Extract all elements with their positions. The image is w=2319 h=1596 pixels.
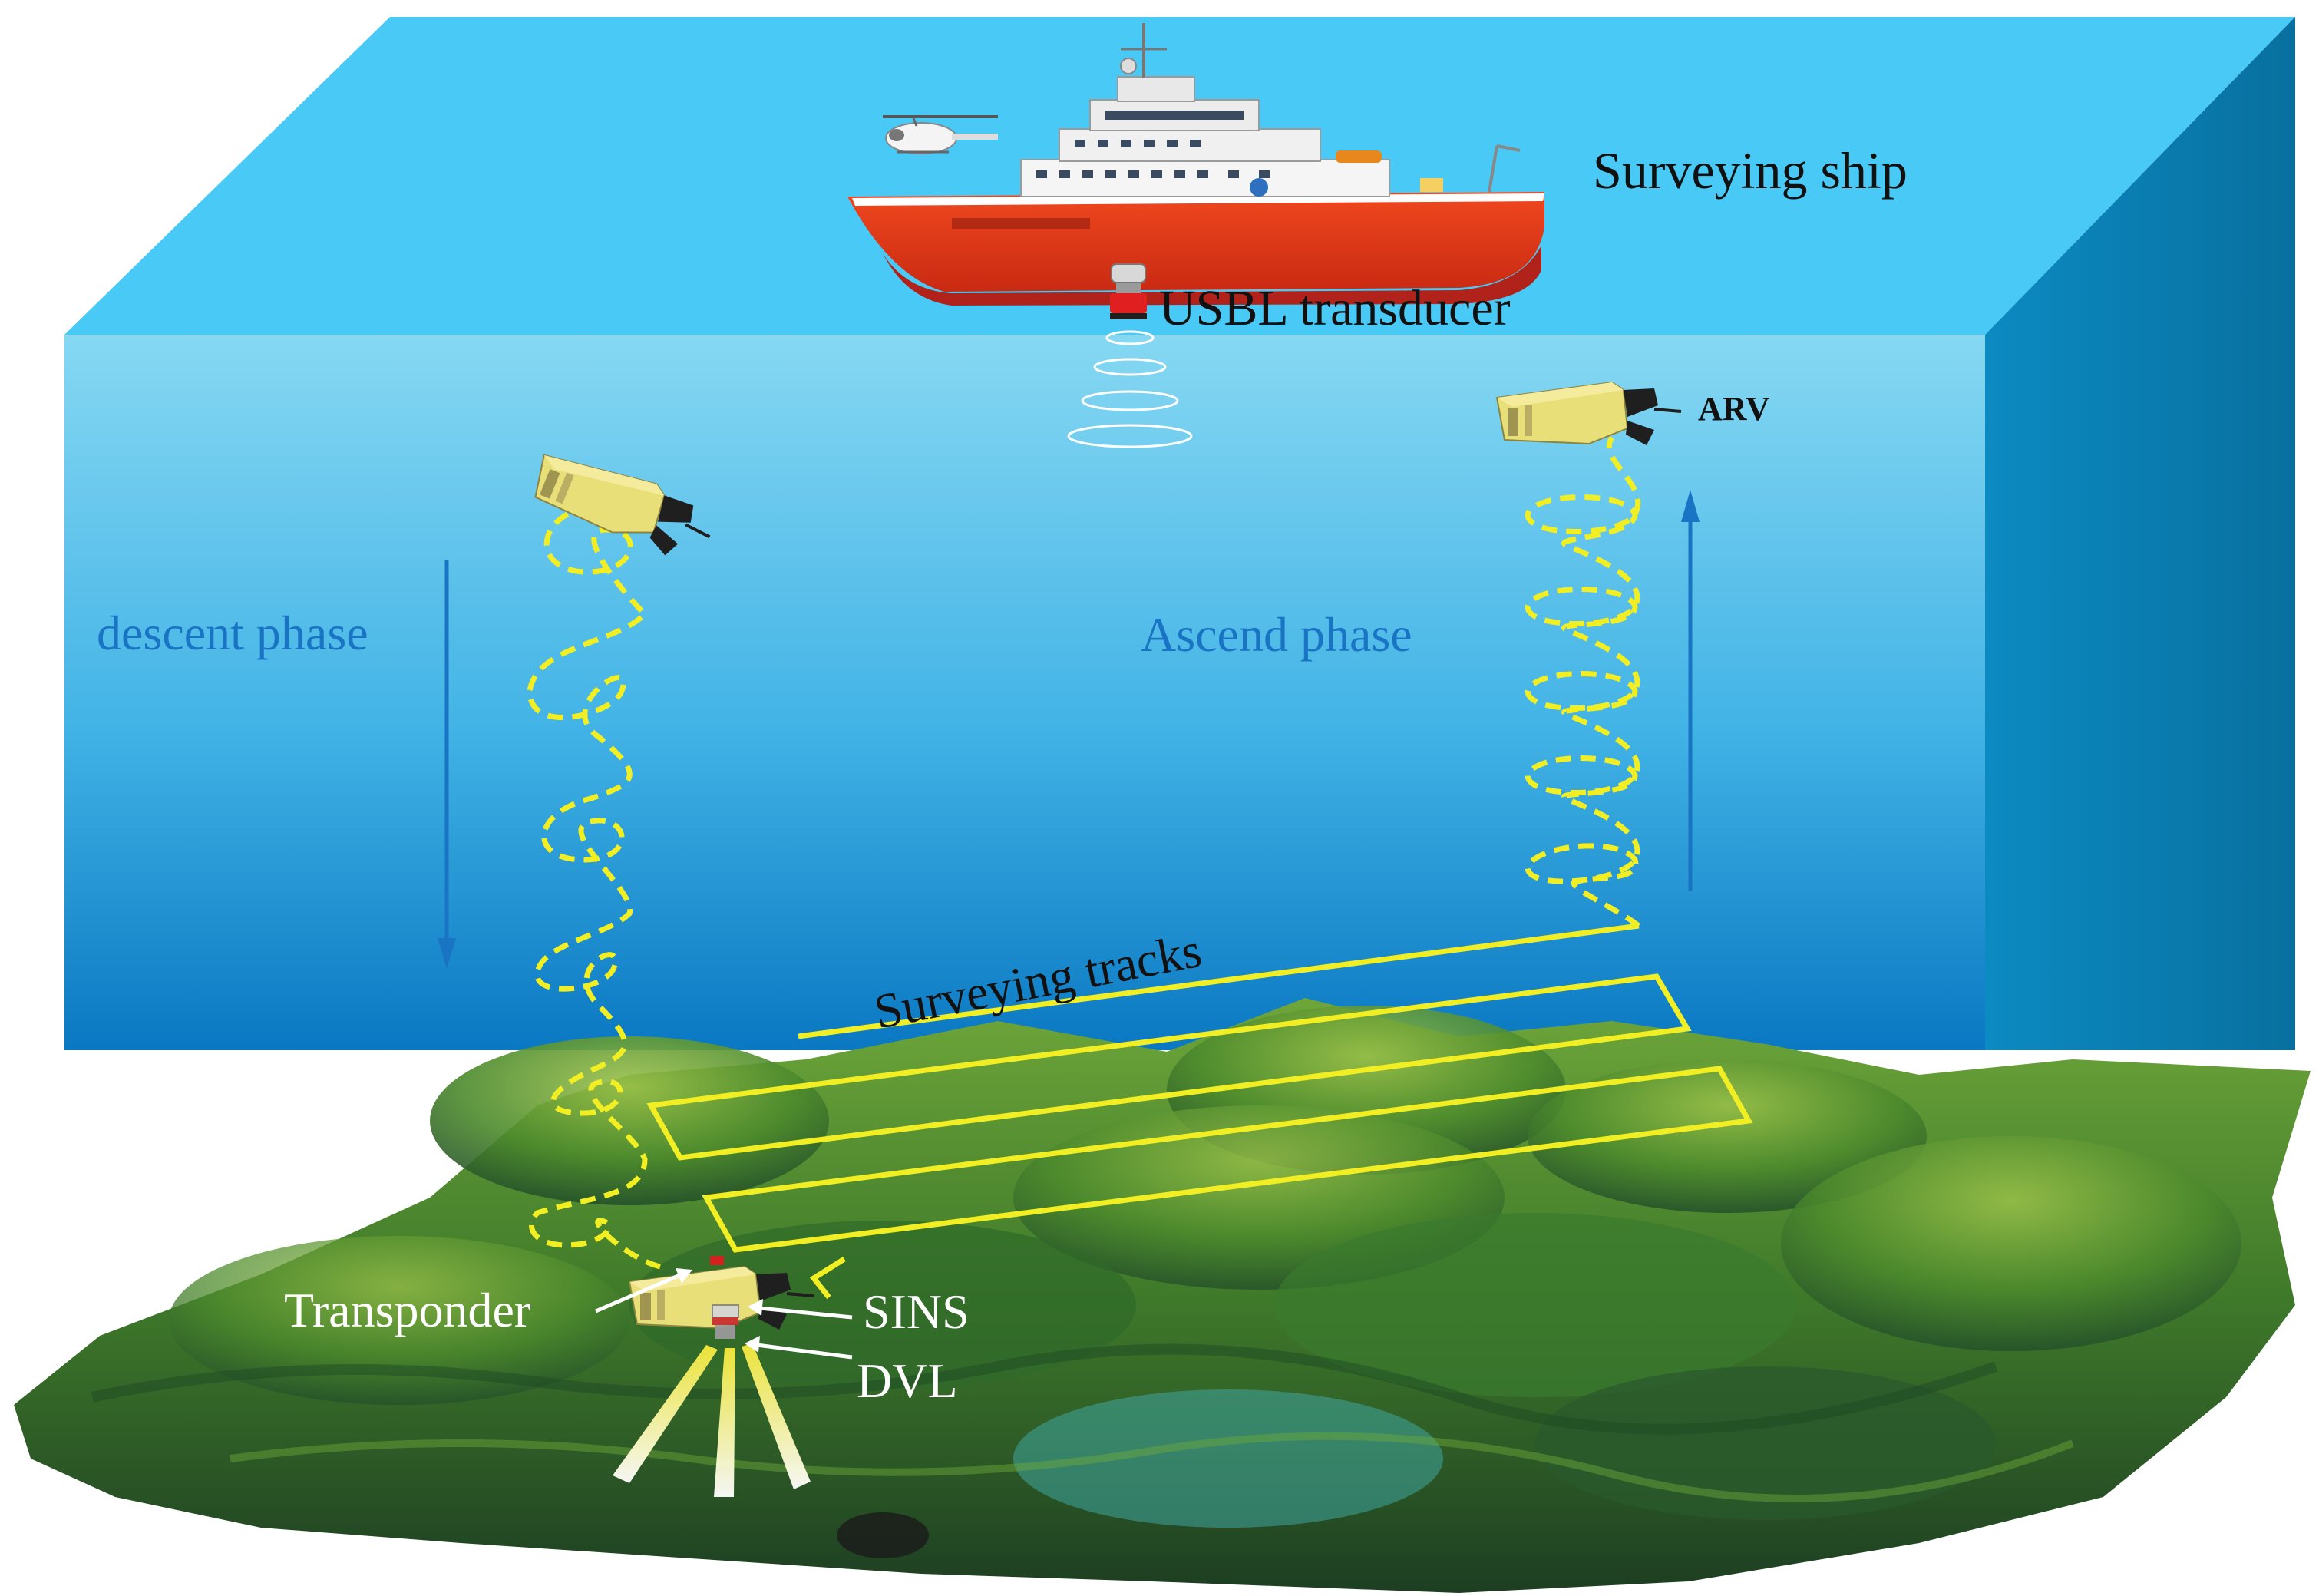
label-transponder: Transponder	[284, 1283, 530, 1337]
callout-arrows	[595, 1268, 853, 1360]
label-sins: SINS	[863, 1284, 970, 1339]
seabed-terrain	[14, 998, 2311, 1593]
descent-arrow	[438, 560, 456, 969]
survey-ship-icon	[847, 23, 1544, 306]
water-side-face	[1985, 17, 2295, 1050]
label-ascend-phase: Ascend phase	[1141, 607, 1412, 662]
descent-trajectory	[527, 504, 661, 1270]
track-connector	[798, 923, 1640, 1039]
surveying-tracks	[646, 923, 1753, 1300]
helicopter-icon	[883, 115, 998, 154]
water-front-face	[64, 335, 1985, 1050]
usbl-transducer-icon	[1110, 263, 1147, 319]
acoustic-signal-rings	[1067, 330, 1193, 448]
ascent-trajectory	[1525, 436, 1641, 928]
label-arv: ARV	[1698, 390, 1770, 428]
arv-vehicle-seabed	[628, 1256, 815, 1331]
track-lane-2	[702, 1066, 1753, 1253]
label-usbl-transducer: USBL transducer	[1159, 280, 1511, 336]
sins-pointer	[759, 1306, 853, 1320]
label-dvl: DVL	[857, 1353, 958, 1408]
label-surveying-ship: Surveying ship	[1593, 141, 1908, 200]
dvl-beams	[613, 1304, 811, 1497]
track-descent-to-bottom	[809, 1257, 846, 1300]
dvl-pointer	[756, 1343, 853, 1360]
ascend-arrow	[1681, 490, 1700, 891]
track-lane-1	[646, 973, 1692, 1161]
transponder-pointer	[595, 1272, 682, 1313]
label-descent-phase: descent phase	[97, 606, 368, 660]
